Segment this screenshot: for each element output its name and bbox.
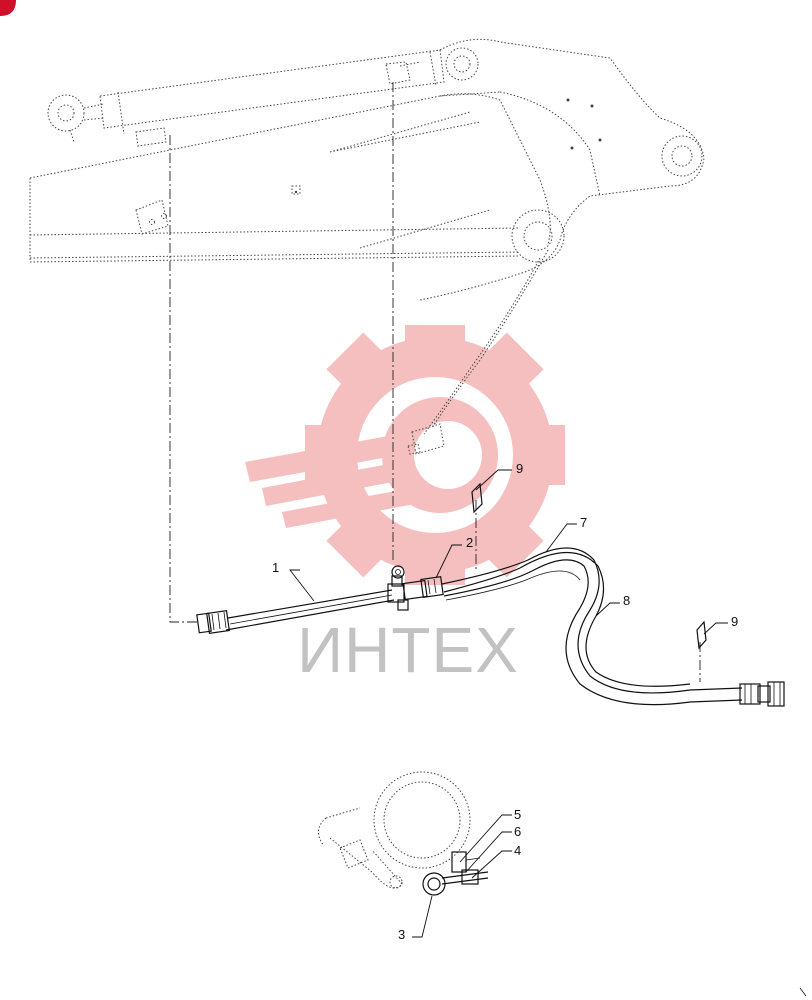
leader-lines <box>289 469 728 938</box>
callout-5: 5 <box>514 807 521 822</box>
callout-8: 8 <box>623 593 630 608</box>
boom-assembly <box>29 38 705 455</box>
hose-1 <box>196 589 395 634</box>
callout-9-upper: 9 <box>516 461 523 476</box>
callout-4: 4 <box>514 843 521 858</box>
callout-3: 3 <box>398 927 405 942</box>
corner-mark <box>799 987 807 997</box>
callout-7: 7 <box>580 515 587 530</box>
hose-8 <box>443 551 691 687</box>
callout-9-lower: 9 <box>731 614 738 629</box>
callout-2: 2 <box>466 535 473 550</box>
clamp-9-upper <box>471 482 483 514</box>
callout-1: 1 <box>272 560 279 575</box>
corner-badge <box>0 0 16 16</box>
watermark-logo <box>245 325 565 585</box>
watermark-text: ИНТЕХ <box>297 614 519 686</box>
hose-end-fitting <box>739 681 785 707</box>
clamp-9-lower <box>696 620 707 650</box>
callout-6: 6 <box>514 824 521 839</box>
center-lines <box>169 82 701 682</box>
detail-view <box>318 771 489 896</box>
tee-fitting-2 <box>387 565 444 611</box>
hose-7 <box>441 547 743 706</box>
